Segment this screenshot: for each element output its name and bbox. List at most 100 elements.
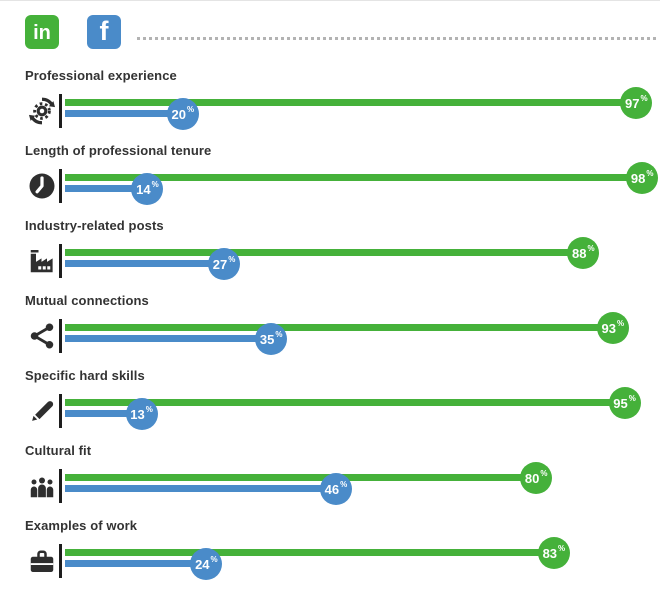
sync-gear-icon: [25, 94, 59, 128]
percent-sign: %: [228, 255, 236, 264]
facebook-value: 14: [136, 181, 151, 197]
facebook-value: 46: [324, 481, 340, 497]
row-title: Industry-related posts: [25, 218, 164, 233]
row-body: 97% 20%: [25, 87, 660, 130]
facebook-value: 24: [195, 556, 210, 572]
linkedin-value: 88: [572, 245, 587, 261]
percent-sign: %: [640, 94, 648, 103]
bar-track: 95% 13%: [59, 387, 654, 430]
linkedin-value-bubble: 93%: [596, 312, 629, 344]
row-title: Specific hard skills: [25, 368, 145, 383]
chart-row: Length of professional tenure 98% 14%: [0, 143, 660, 205]
facebook-value-bubble: 14%: [131, 173, 164, 205]
facebook-value-bubble: 20%: [166, 98, 199, 130]
linkedin-value-bubble: 95%: [608, 387, 641, 419]
percent-sign: %: [186, 105, 195, 114]
row-title: Mutual connections: [25, 293, 149, 308]
briefcase-icon: [25, 544, 59, 578]
chart-rows: Professional experience 97% 20% Length o…: [0, 68, 660, 580]
chart-row: Specific hard skills 95% 13%: [0, 368, 660, 430]
facebook-value: 35: [259, 331, 275, 347]
row-title: Cultural fit: [25, 443, 92, 458]
chart-row: Professional experience 97% 20%: [0, 68, 660, 130]
facebook-value-bubble: 27%: [208, 248, 241, 280]
percent-sign: %: [340, 480, 348, 489]
linkedin-logo-icon: in: [25, 15, 59, 49]
linkedin-value-bubble: 83%: [537, 537, 570, 569]
row-body: 95% 13%: [25, 387, 660, 430]
percent-sign: %: [151, 180, 159, 189]
linkedin-value-bubble: 98%: [626, 162, 659, 194]
percent-sign: %: [646, 169, 654, 178]
axis-start-tick: [59, 169, 62, 203]
facebook-value: 13: [130, 406, 145, 422]
facebook-value-bubble: 35%: [255, 323, 288, 355]
percent-sign: %: [210, 555, 218, 564]
axis-start-tick: [59, 544, 62, 578]
facebook-bar: [65, 260, 225, 267]
clock-icon: [25, 169, 59, 203]
facebook-bar: [65, 410, 142, 417]
row-title: Length of professional tenure: [25, 143, 212, 158]
chart-row: Examples of work 83% 24%: [0, 518, 660, 580]
bar-track: 93% 35%: [59, 312, 654, 355]
axis-start-tick: [59, 244, 62, 278]
bar-track: 88% 27%: [59, 237, 654, 280]
linkedin-bar: [65, 174, 643, 181]
linkedin-logo-letters: in: [33, 22, 51, 44]
linkedin-value-bubble: 97%: [620, 87, 653, 119]
facebook-bar: [65, 485, 336, 492]
pencil-icon: [25, 394, 59, 428]
percent-sign: %: [275, 330, 283, 339]
row-body: 88% 27%: [25, 237, 660, 280]
facebook-logo-icon: f: [87, 15, 121, 49]
facebook-bar: [65, 560, 207, 567]
facebook-logo-letter: f: [99, 16, 109, 46]
bar-track: 80% 46%: [59, 462, 654, 505]
linkedin-bar: [65, 249, 584, 256]
percent-sign: %: [587, 244, 595, 253]
facebook-value: 20: [171, 106, 186, 122]
linkedin-value: 97: [625, 95, 640, 111]
linkedin-value: 95: [613, 395, 628, 411]
linkedin-bar: [65, 549, 554, 556]
axis-start-tick: [59, 94, 62, 128]
linkedin-value: 80: [524, 470, 540, 486]
people-icon: [25, 469, 59, 503]
facebook-value: 27: [212, 256, 228, 272]
share-icon: [25, 319, 59, 353]
facebook-value-bubble: 13%: [125, 398, 158, 430]
linkedin-bar: [65, 474, 537, 481]
percent-sign: %: [145, 405, 153, 414]
row-body: 98% 14%: [25, 162, 660, 205]
linkedin-bar: [65, 324, 613, 331]
facebook-value-bubble: 24%: [190, 548, 223, 580]
percent-sign: %: [628, 394, 636, 403]
linkedin-value-bubble: 88%: [567, 237, 600, 269]
row-title: Examples of work: [25, 518, 138, 533]
linkedin-value: 83: [542, 545, 558, 561]
linkedin-value-bubble: 80%: [520, 462, 553, 494]
factory-icon: [25, 244, 59, 278]
chart-row: Industry-related posts 88% 27%: [0, 218, 660, 280]
row-body: 93% 35%: [25, 312, 660, 355]
row-body: 83% 24%: [25, 537, 660, 580]
linkedin-value: 98: [630, 170, 646, 186]
linkedin-bar: [65, 399, 625, 406]
legend-header: in f: [0, 1, 660, 50]
dotted-divider-line: [137, 36, 656, 40]
bar-track: 83% 24%: [59, 537, 654, 580]
row-body: 80% 46%: [25, 462, 660, 505]
axis-start-tick: [59, 394, 62, 428]
chart-row: Mutual connections 93% 35%: [0, 293, 660, 355]
chart-row: Cultural fit 80% 46%: [0, 443, 660, 505]
axis-start-tick: [59, 469, 62, 503]
linkedin-value: 93: [601, 320, 616, 336]
facebook-bar: [65, 185, 148, 192]
axis-start-tick: [59, 319, 62, 353]
linkedin-bar: [65, 99, 637, 106]
percent-sign: %: [558, 544, 566, 553]
bar-track: 98% 14%: [59, 162, 659, 205]
facebook-bar: [65, 335, 272, 342]
